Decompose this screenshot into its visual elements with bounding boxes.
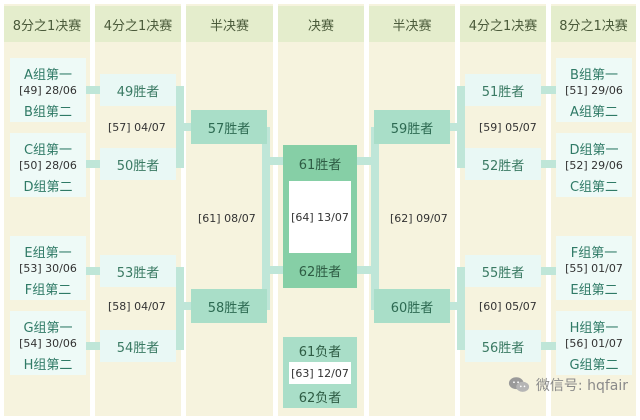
connector: [85, 86, 100, 94]
group-bottom-team: G组第二: [569, 358, 619, 373]
column-bg-sf-left: [186, 4, 273, 416]
final-bottom: 62胜者: [298, 264, 342, 280]
sf-right-box-1: 59胜者: [374, 110, 450, 144]
qf-left-box-3: 53胜者: [100, 255, 176, 287]
header-sf-right: 半决赛: [369, 6, 455, 42]
sf-right-match: [62] 09/07: [390, 212, 448, 225]
r16-right-group-2: D组第一 [52] 29/06 C组第二: [556, 133, 632, 197]
header-sf-left: 半决赛: [186, 6, 273, 42]
qf-left-match-1: [57] 04/07: [108, 121, 166, 134]
group-bottom-team: H组第二: [23, 358, 73, 373]
watermark-text: 微信号: hqfair: [535, 378, 628, 394]
sf-left-box-1: 57胜者: [191, 110, 267, 144]
group-top-team: G组第一: [23, 321, 73, 336]
qf-left-box-2: 50胜者: [100, 148, 176, 180]
connector: [85, 267, 100, 275]
qf-right-box-2: 52胜者: [465, 148, 541, 180]
group-bottom-team: B组第二: [24, 105, 72, 120]
connector: [541, 160, 556, 168]
sf-right-box-2: 60胜者: [374, 289, 450, 323]
group-top-team: D组第一: [569, 143, 619, 158]
r16-left-group-2: C组第一 [50] 28/06 D组第二: [10, 133, 86, 197]
group-bottom-team: A组第二: [570, 105, 618, 120]
watermark: 微信号: hqfair: [508, 374, 628, 396]
group-bottom-team: C组第二: [569, 180, 619, 195]
match-label: [49] 28/06: [19, 84, 77, 97]
qf-right-box-3: 55胜者: [465, 255, 541, 287]
group-bottom-team: F组第二: [24, 283, 72, 298]
sf-left-box-2: 58胜者: [191, 289, 267, 323]
column-bg-sf-right: [369, 4, 455, 416]
connector: [85, 342, 100, 350]
qf-right-box-1: 51胜者: [465, 74, 541, 106]
match-label: [51] 29/06: [565, 84, 623, 97]
connector: [371, 127, 379, 310]
group-top-team: F组第一: [570, 246, 618, 261]
match-label: [50] 28/06: [19, 159, 77, 172]
connector: [450, 123, 465, 131]
header-r16-left: 8分之1决赛: [4, 6, 90, 42]
r16-right-group-4: H组第一 [56] 01/07 G组第二: [556, 311, 632, 375]
header-qf-right: 4分之1决赛: [460, 6, 546, 42]
connector: [262, 157, 284, 165]
match-label: [54] 30/06: [19, 337, 77, 350]
match-label: [52] 29/06: [565, 159, 623, 172]
qf-left-box-4: 54胜者: [100, 330, 176, 362]
header-qf-left: 4分之1决赛: [95, 6, 181, 42]
group-top-team: C组第一: [23, 143, 73, 158]
match-label: [56] 01/07: [565, 337, 623, 350]
match-label: [55] 01/07: [565, 262, 623, 275]
group-top-team: B组第一: [570, 68, 618, 83]
connector: [357, 266, 379, 274]
connector: [85, 160, 100, 168]
r16-left-group-3: E组第一 [53] 30/06 F组第二: [10, 236, 86, 300]
sf-left-match: [61] 08/07: [198, 212, 256, 225]
connector: [541, 267, 556, 275]
final-match: [64] 13/07: [289, 181, 351, 253]
third-place-top: 61负者: [298, 344, 342, 360]
group-top-team: H组第一: [569, 321, 619, 336]
connector: [450, 302, 465, 310]
r16-left-group-1: A组第一 [49] 28/06 B组第二: [10, 58, 86, 122]
group-top-team: A组第一: [24, 68, 72, 83]
qf-right-match-1: [59] 05/07: [479, 121, 537, 134]
connector: [176, 123, 191, 131]
third-place-match: [63] 12/07: [289, 362, 351, 384]
header-final: 决赛: [278, 6, 364, 42]
qf-right-box-4: 56胜者: [465, 330, 541, 362]
connector: [541, 86, 556, 94]
connector: [541, 342, 556, 350]
third-place-container: 61负者 [63] 12/07 62负者: [283, 337, 357, 408]
header-r16-right: 8分之1决赛: [551, 6, 636, 42]
wechat-icon: [508, 377, 529, 392]
connector: [176, 302, 191, 310]
r16-right-group-3: F组第一 [55] 01/07 E组第二: [556, 236, 632, 300]
third-place-bottom: 62负者: [298, 390, 342, 406]
group-top-team: E组第一: [24, 246, 72, 261]
final-container: 61胜者 [64] 13/07 62胜者: [283, 145, 357, 288]
connector: [262, 266, 284, 274]
r16-left-group-4: G组第一 [54] 30/06 H组第二: [10, 311, 86, 375]
qf-left-match-2: [58] 04/07: [108, 300, 166, 313]
qf-left-box-1: 49胜者: [100, 74, 176, 106]
qf-right-match-2: [60] 05/07: [479, 300, 537, 313]
group-bottom-team: D组第二: [23, 180, 73, 195]
connector: [262, 127, 270, 310]
final-top: 61胜者: [298, 157, 342, 173]
r16-right-group-1: B组第一 [51] 29/06 A组第二: [556, 58, 632, 122]
group-bottom-team: E组第二: [570, 283, 618, 298]
match-label: [53] 30/06: [19, 262, 77, 275]
connector: [357, 157, 379, 165]
